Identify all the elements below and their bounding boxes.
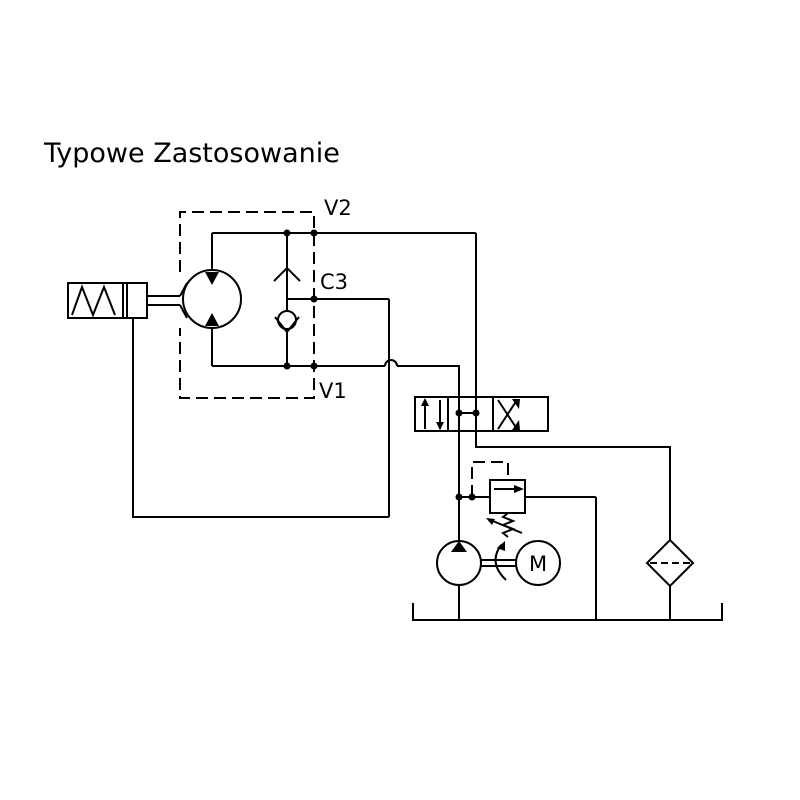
check-valve-symbol (273, 233, 390, 517)
port-label-v1: V1 (319, 379, 347, 403)
electric-motor-symbol: M (515, 540, 561, 586)
motor-label: M (529, 552, 547, 576)
tank-symbol (412, 603, 723, 621)
pilot-lines (179, 211, 315, 399)
pump-symbol (436, 540, 516, 620)
hydraulic-motor-symbol (182, 233, 242, 366)
directional-valve-symbol (414, 396, 549, 432)
port-label-v2: V2 (324, 196, 352, 220)
supply-lines (458, 431, 671, 540)
cylinder-return-line (132, 318, 389, 518)
port-label-c3: C3 (320, 270, 348, 294)
spring-cylinder (67, 282, 188, 319)
page-title: Typowe Zastosowanie (44, 138, 340, 169)
relief-valve-symbol (471, 461, 597, 620)
motor-lines (212, 232, 477, 412)
filter-symbol (645, 538, 695, 620)
